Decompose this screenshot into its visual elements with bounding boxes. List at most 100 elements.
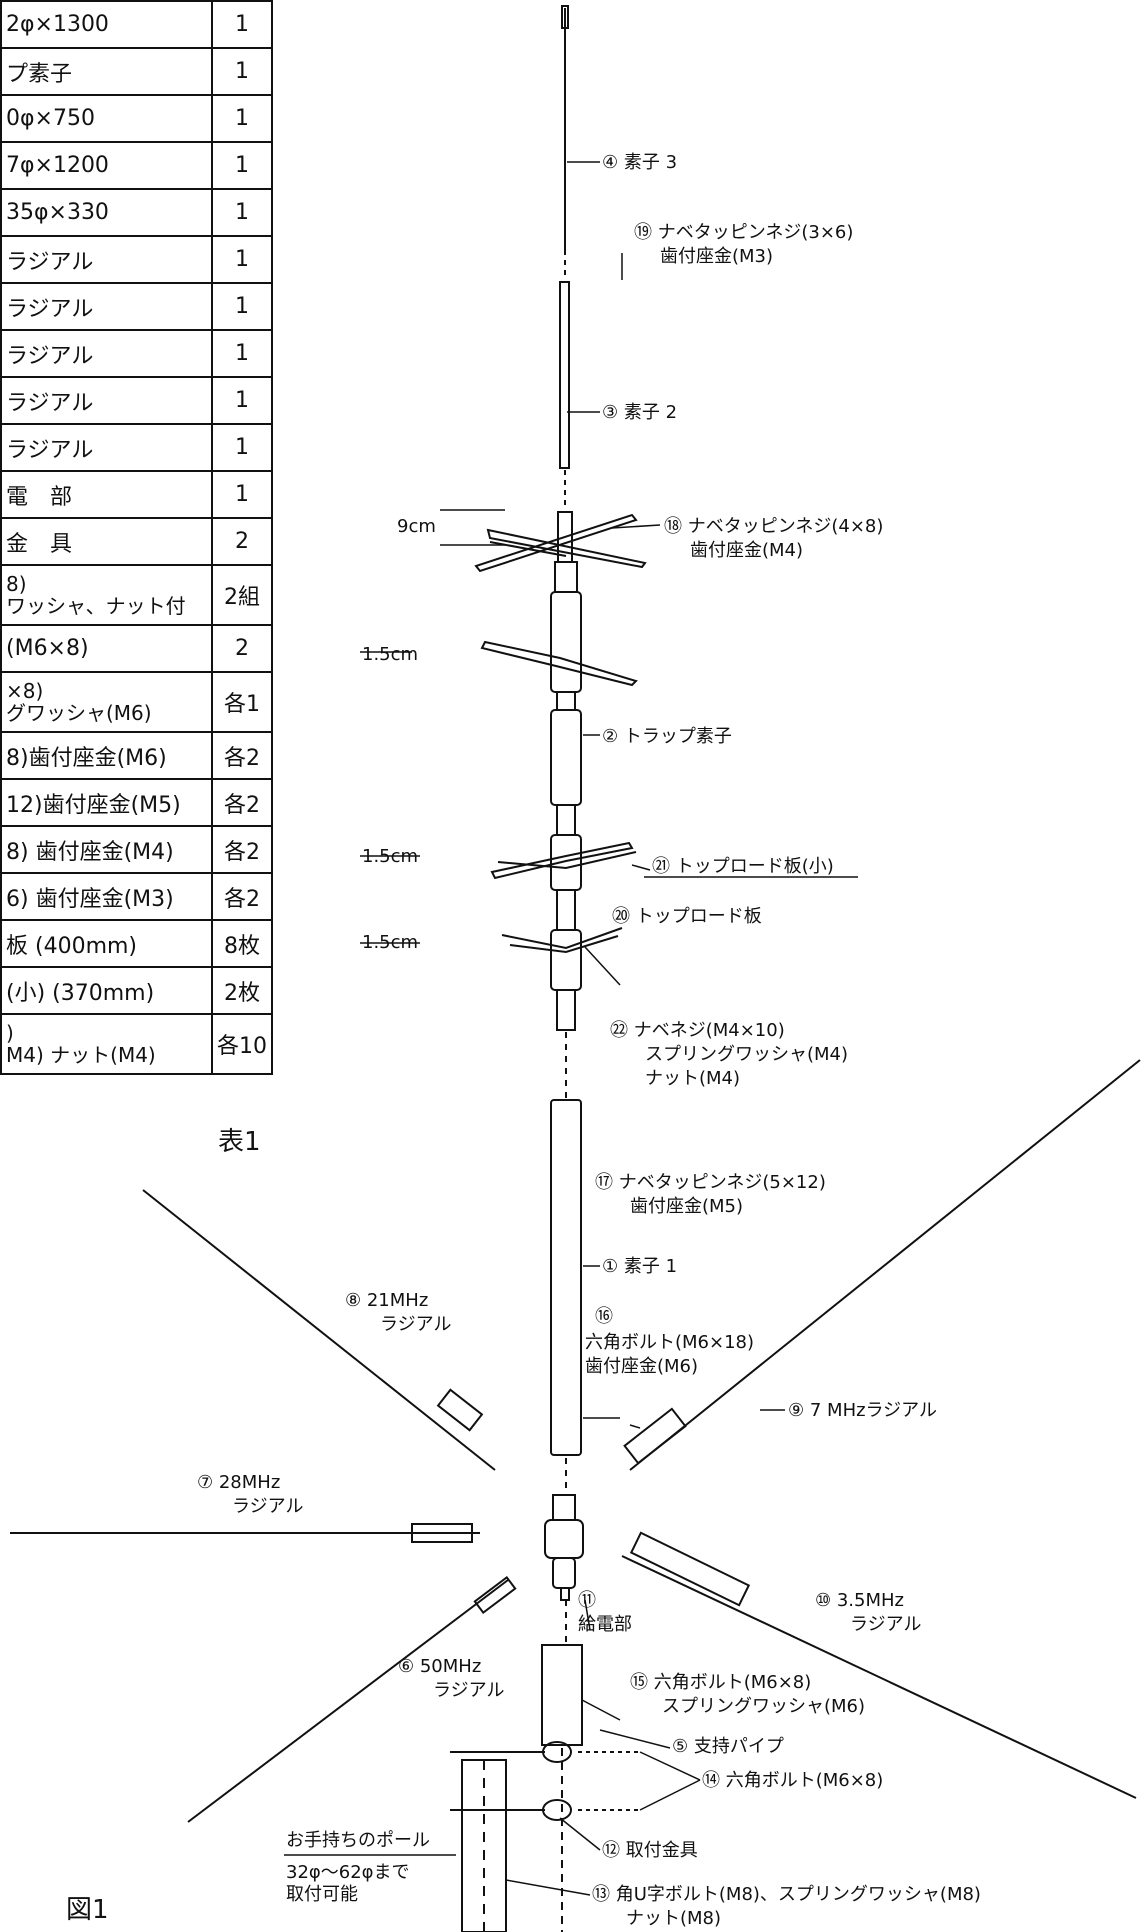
part-qty: 各2 bbox=[211, 825, 273, 874]
label-screw-22: ㉒ ナベネジ(M4×10) bbox=[610, 1020, 785, 1041]
label-mount-bracket: ⑫ 取付金具 bbox=[602, 1840, 698, 1861]
part-qty: 1 bbox=[211, 376, 273, 425]
part-qty: 各10 bbox=[211, 1013, 273, 1075]
table-row: 6) 歯付座金(M3)各2 bbox=[0, 872, 273, 921]
part-qty: 1 bbox=[211, 235, 273, 284]
label-washer-22: スプリングワッシャ(M4) bbox=[645, 1044, 848, 1065]
label-pole-mountable: 取付可能 bbox=[286, 1884, 358, 1905]
part-qty: 1 bbox=[211, 329, 273, 378]
part-qty: 1 bbox=[211, 47, 273, 96]
part-name: ラジアル bbox=[0, 423, 213, 472]
label-bolt-14: ⑭ 六角ボルト(M6×8) bbox=[702, 1770, 883, 1791]
dim-1-5cm-b: 1.5cm bbox=[362, 846, 418, 867]
label-support-pipe: ⑤ 支持パイプ bbox=[672, 1736, 784, 1757]
part-qty: 1 bbox=[211, 188, 273, 237]
figure-caption: 図1 bbox=[66, 1895, 109, 1925]
label-pole: お手持ちのポール bbox=[286, 1830, 430, 1851]
part-name: 35φ×330 bbox=[0, 188, 213, 237]
label-bolt-15: ⑮ 六角ボルト(M6×8) bbox=[630, 1672, 811, 1693]
label-radial-35mhz-sub: ラジアル bbox=[850, 1614, 921, 1635]
label-washer-18: 歯付座金(M4) bbox=[690, 540, 803, 561]
part-qty: 各2 bbox=[211, 778, 273, 827]
label-top-load-small: ㉑ トップロード板(小) bbox=[652, 856, 834, 877]
label-radial-50mhz: ⑥ 50MHz bbox=[398, 1656, 481, 1677]
label-radial-7mhz: ⑨ 7 MHzラジアル bbox=[788, 1400, 937, 1421]
part-qty: 2 bbox=[211, 517, 273, 566]
table-row: (M6×8)2 bbox=[0, 624, 273, 673]
part-name: ) M4) ナット(M4) bbox=[0, 1013, 213, 1075]
dim-1-5cm-a: 1.5cm bbox=[362, 644, 418, 665]
part-name: 12)歯付座金(M5) bbox=[0, 778, 213, 827]
top-load-blades-small bbox=[490, 841, 637, 880]
table-row: 8)歯付座金(M6)各2 bbox=[0, 731, 273, 780]
label-radial-21mhz: ⑧ 21MHz bbox=[345, 1290, 428, 1311]
label-nut-22: ナット(M4) bbox=[645, 1068, 740, 1089]
element-3-tip bbox=[561, 5, 569, 29]
part-qty: 2組 bbox=[211, 564, 273, 626]
part-qty: 各2 bbox=[211, 872, 273, 921]
part-qty: 8枚 bbox=[211, 919, 273, 968]
part-qty: 1 bbox=[211, 141, 273, 190]
label-element-3: ④ 素子 3 bbox=[602, 152, 677, 173]
part-name: 板 (400mm) bbox=[0, 919, 213, 968]
trap-element bbox=[550, 591, 582, 693]
element-2 bbox=[559, 281, 570, 469]
label-screw-18: ⑱ ナベタッピンネジ(4×8) bbox=[664, 516, 883, 537]
part-qty: 1 bbox=[211, 470, 273, 519]
part-name: (小) (370mm) bbox=[0, 966, 213, 1015]
top-load-blades-middle bbox=[480, 640, 638, 687]
label-screw-17: ⑰ ナベタッピンネジ(5×12) bbox=[595, 1172, 826, 1193]
element-1 bbox=[550, 1099, 582, 1456]
label-radial-50mhz-sub: ラジアル bbox=[433, 1680, 504, 1701]
label-radial-21mhz-sub: ラジアル bbox=[380, 1314, 451, 1335]
part-name: ×8) グワッシャ(M6) bbox=[0, 671, 213, 733]
label-u-bolt-nut: ナット(M8) bbox=[626, 1908, 721, 1929]
part-qty: 1 bbox=[211, 423, 273, 472]
part-name: 電 部 bbox=[0, 470, 213, 519]
label-radial-28mhz: ⑦ 28MHz bbox=[197, 1472, 280, 1493]
label-screw-19: ⑲ ナベタッピンネジ(3×6) bbox=[634, 222, 853, 243]
label-radial-28mhz-sub: ラジアル bbox=[232, 1496, 303, 1517]
part-name: 金 具 bbox=[0, 517, 213, 566]
label-bolt-16: 六角ボルト(M6×18) bbox=[585, 1332, 754, 1353]
radial-50mhz bbox=[187, 1579, 509, 1823]
radial-35mhz bbox=[621, 1555, 1137, 1799]
feed-section bbox=[544, 1519, 584, 1559]
top-load-blades-lower bbox=[501, 927, 623, 954]
table-row: ) M4) ナット(M4)各10 bbox=[0, 1013, 273, 1075]
label-radial-35mhz: ⑩ 3.5MHz bbox=[815, 1590, 904, 1611]
part-qty: 各2 bbox=[211, 731, 273, 780]
part-qty: 各1 bbox=[211, 671, 273, 733]
table-row: (小) (370mm)2枚 bbox=[0, 966, 273, 1015]
label-16-num: ⑯ bbox=[595, 1306, 613, 1327]
part-qty: 1 bbox=[211, 94, 273, 143]
part-qty: 2 bbox=[211, 624, 273, 673]
table-caption: 表1 bbox=[218, 1127, 261, 1157]
label-11-num: ⑪ bbox=[578, 1590, 596, 1611]
label-washer-17: 歯付座金(M5) bbox=[630, 1196, 743, 1217]
support-pipe bbox=[541, 1644, 583, 1746]
label-pole-range: 32φ～62φまで bbox=[286, 1862, 410, 1883]
label-top-load: ⑳ トップロード板 bbox=[612, 906, 762, 927]
part-name: 8) ワッシャ、ナット付 bbox=[0, 564, 213, 626]
label-element-1: ① 素子 1 bbox=[602, 1256, 677, 1277]
label-element-2: ③ 素子 2 bbox=[602, 402, 677, 423]
part-name: (M6×8) bbox=[0, 624, 213, 673]
radial-7mhz bbox=[629, 1059, 1141, 1471]
dim-1-5cm-c: 1.5cm bbox=[362, 932, 418, 953]
part-name: 6) 歯付座金(M3) bbox=[0, 872, 213, 921]
part-name: 7φ×1200 bbox=[0, 141, 213, 190]
label-washer-16: 歯付座金(M6) bbox=[585, 1356, 698, 1377]
part-name: 0φ×750 bbox=[0, 94, 213, 143]
